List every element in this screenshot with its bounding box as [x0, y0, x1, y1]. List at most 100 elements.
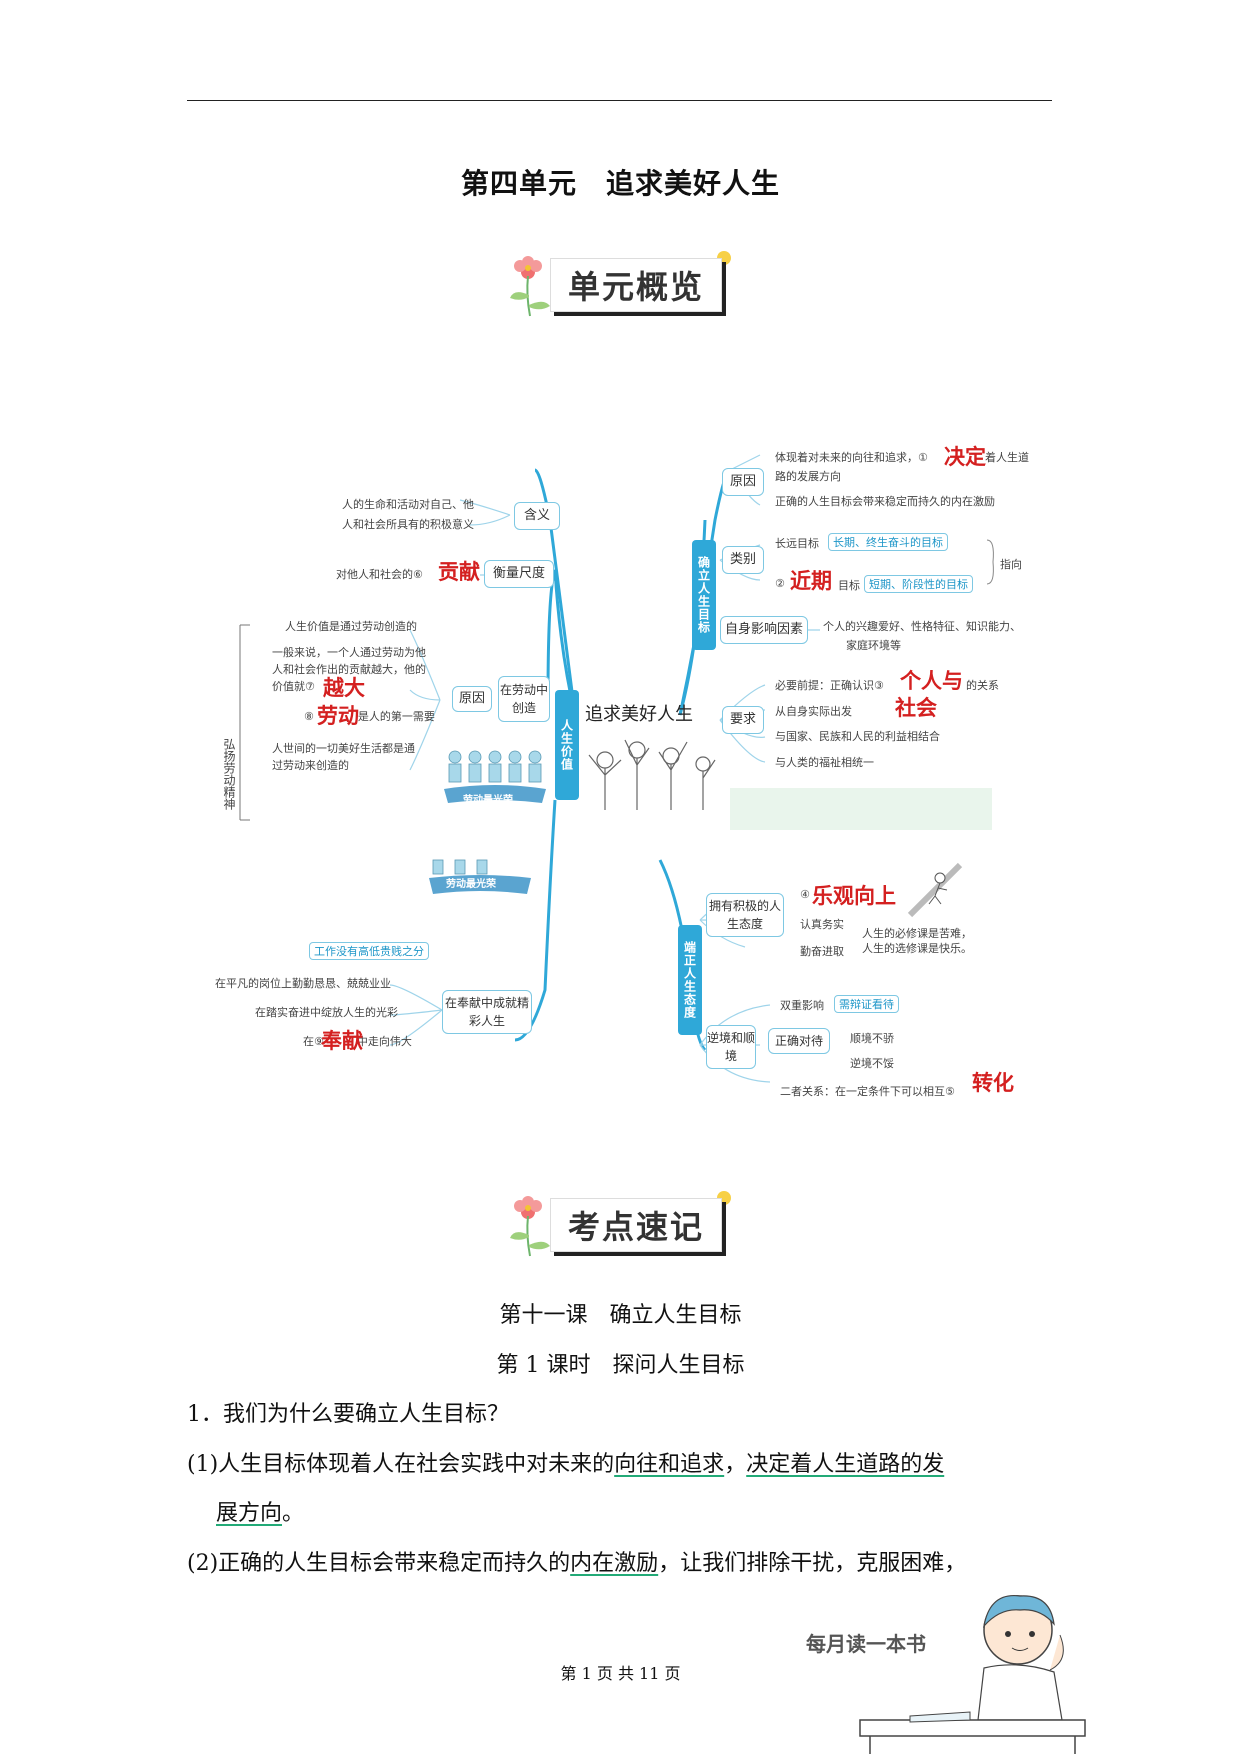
node-self-factors: 自身影响因素	[720, 616, 808, 644]
quote-1: 人生的必修课是苦难，	[862, 927, 972, 940]
text-short-term: 目标	[838, 579, 860, 592]
page-footer: 第 1 页 共 11 页	[560, 1664, 681, 1683]
pill-no-ranking: 工作没有高低贵贱之分	[309, 942, 429, 960]
text-req-1: 必要前提：正确认识③	[775, 679, 884, 692]
answer-8: 劳动	[317, 704, 359, 728]
node-requirements: 要求	[722, 706, 764, 734]
text-reason-4: 价值就⑦	[272, 680, 315, 693]
text-long-term: 长远目标	[775, 537, 819, 550]
text-short-term-num: ②	[775, 577, 785, 590]
answer-9: 奉献	[321, 1029, 363, 1053]
overview-banner: 单元概览	[490, 246, 750, 326]
corner-caption: 每月读一本书	[806, 1632, 926, 1656]
answer-6: 贡献	[438, 560, 480, 584]
text-reason-6: 人世间的一切美好生活都是通	[272, 742, 415, 755]
answer-4: 乐观向上	[812, 884, 896, 908]
text-r-reason-1: 体现着对未来的向往和追求，①	[775, 451, 928, 464]
text-attitude-num: ④	[800, 888, 810, 901]
side-label-labor-spirit: 弘扬劳动精神	[222, 738, 236, 810]
answer-3b: 社会	[895, 696, 937, 720]
paragraph-1b: 展方向。	[216, 1495, 304, 1527]
reading-boy-illustration	[859, 1594, 1086, 1754]
text-reason-2: 一般来说，一个人通过劳动为他	[272, 646, 426, 659]
p2-pre: (2)正确的人生目标会带来稳定而持久的	[187, 1551, 571, 1576]
flower-icon	[510, 1196, 550, 1257]
node-labor-create: 在劳动中创造	[498, 676, 550, 722]
text-relation: 二者关系：在一定条件下可以相互⑤	[780, 1085, 955, 1098]
text-reason-5: ⑧ 是人的第一需要	[304, 710, 435, 723]
labor-illustration	[444, 750, 546, 803]
text-dedication-3: 在⑨ 中走向伟大	[303, 1035, 412, 1048]
lesson-subtitle: 第 1 课时 探问人生目标	[496, 1353, 745, 1378]
branch-life-goal: 确立人生目标	[692, 540, 716, 650]
p2-post: ，让我们排除干扰，克服困难，	[658, 1551, 967, 1576]
text-req-3: 与国家、民族和人民的利益相结合	[775, 730, 940, 743]
node-category: 类别	[722, 546, 764, 574]
text-r-reason-1b: 着人生道	[985, 451, 1029, 464]
text-points-to: 指向	[1000, 558, 1022, 571]
answer-2: 近期	[790, 569, 832, 593]
text-attitude-3: 勤奋进取	[800, 945, 844, 958]
keypoints-banner-label: 考点速记	[550, 1198, 722, 1252]
text-adversity: 逆境不馁	[850, 1057, 894, 1070]
node-dedication: 在奉献中成就精彩人生	[442, 990, 532, 1034]
branch-life-attitude: 端正人生态度	[678, 925, 702, 1035]
p1a-pre: (1)人生目标体现着人在社会实践中对未来的	[187, 1452, 615, 1477]
labor-banner-text-2: 劳动最光荣	[446, 879, 496, 890]
branch-life-value: 人生价值	[555, 690, 579, 800]
text-reason-3: 人和社会作出的贡献越大，他的	[272, 663, 426, 676]
text-dual-effect: 双重影响	[780, 999, 824, 1012]
answer-5: 转化	[972, 1071, 1014, 1095]
p1b-post: 。	[282, 1501, 305, 1526]
text-req-2: 从自身实际出发	[775, 705, 852, 718]
p1a-u2: 决定着人生道路的发	[746, 1452, 945, 1477]
node-reason-left: 原因	[452, 686, 492, 712]
p1a-u1: 向往和追求	[614, 1452, 725, 1477]
text-attitude-2: 认真务实	[800, 918, 844, 931]
text-factors-2: 家庭环境等	[846, 639, 901, 652]
pill-dialectical: 需辩证看待	[834, 995, 899, 1013]
climber-illustration	[907, 862, 963, 918]
node-meaning: 含义	[514, 502, 560, 530]
node-measure: 衡量尺度	[484, 560, 554, 588]
node-reason-right: 原因	[722, 468, 764, 496]
paragraph-2: (2)正确的人生目标会带来稳定而持久的内在激励，让我们排除干扰，克服困难，	[187, 1545, 966, 1577]
answer-1: 决定	[944, 445, 986, 469]
text-dedication-1: 在平凡的岗位上勤勤恳恳、兢兢业业	[215, 977, 391, 990]
question-1: 1．我们为什么要确立人生目标？	[187, 1402, 509, 1427]
text-meaning-1: 人的生命和活动对自己、他	[342, 498, 474, 511]
unit-title: 第四单元 追求美好人生	[460, 167, 780, 200]
text-factors-1: 个人的兴趣爱好、性格特征、知识能力、	[823, 620, 1021, 633]
p1b-u: 展方向	[216, 1501, 283, 1526]
brace-icon	[986, 539, 994, 585]
text-req-4: 与人类的福祉相统一	[775, 756, 874, 769]
answer-7: 越大	[323, 676, 365, 700]
mask-patch	[730, 788, 992, 830]
text-dedication-2: 在踏实奋进中绽放人生的光彩	[255, 1006, 398, 1019]
pill-short-term: 短期、阶段性的目标	[864, 575, 973, 593]
lesson-title: 第十一课 确立人生目标	[499, 1303, 742, 1328]
header-rule	[187, 100, 1052, 101]
text-meaning-2: 人和社会所具有的积极意义	[342, 518, 474, 531]
answer-3a: 个人与	[900, 669, 963, 693]
node-correct-treatment: 正确对待	[768, 1028, 830, 1054]
quote-2: 人生的选修课是快乐。	[862, 942, 972, 955]
pill-long-term: 长期、终生奋斗的目标	[828, 533, 948, 551]
text-measure: 对他人和社会的⑥	[336, 568, 423, 581]
node-positive-attitude: 拥有积极的人生态度	[706, 893, 784, 937]
keypoints-banner: 考点速记	[490, 1186, 750, 1266]
labor-illustration-2	[429, 859, 531, 894]
node-adversity: 逆境和顺境	[706, 1025, 756, 1069]
text-reason-7: 过劳动来创造的	[272, 759, 349, 772]
labor-banner-text: 劳动最光荣	[463, 795, 513, 806]
overview-banner-label: 单元概览	[550, 258, 722, 312]
mind-map-center: 追求美好人生	[585, 704, 693, 725]
p1a-mid: ，	[724, 1452, 747, 1477]
p2-u: 内在激励	[570, 1551, 659, 1576]
text-prosperity: 顺境不骄	[850, 1032, 894, 1045]
text-r-reason-3: 正确的人生目标会带来稳定而持久的内在激励	[775, 495, 995, 508]
text-r-reason-2: 路的发展方向	[775, 470, 841, 483]
paragraph-1a: (1)人生目标体现着人在社会实践中对未来的向往和追求，决定着人生道路的发	[187, 1446, 944, 1478]
